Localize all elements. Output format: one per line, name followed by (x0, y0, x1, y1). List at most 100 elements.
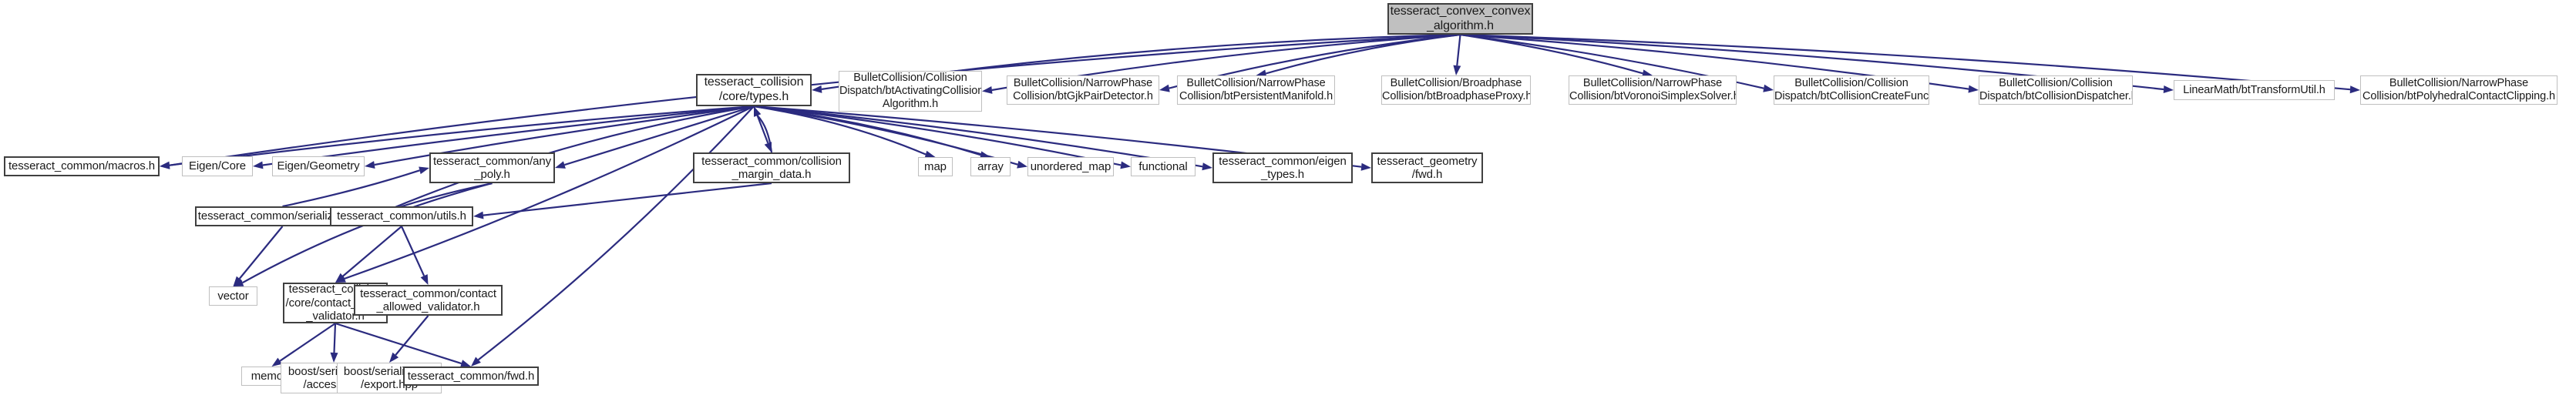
graph-edge-arrowhead (1120, 161, 1131, 169)
graph-edge (395, 315, 429, 356)
graph-node-btDispatcher[interactable]: BulletCollision/Collision Dispatch/btCol… (1979, 75, 2133, 105)
graph-node-label: functional (1138, 159, 1188, 173)
graph-edge (262, 105, 755, 166)
graph-edge (333, 323, 337, 353)
graph-node-label: Eigen/Geometry (277, 159, 360, 173)
graph-node-btActivating[interactable]: BulletCollision/Collision Dispatch/btAct… (839, 71, 982, 112)
graph-node-btVoronoi[interactable]: BulletCollision/NarrowPhase Collision/bt… (1569, 75, 1737, 105)
graph-node-contactAllowed[interactable]: tesseract_common/contact _allowed_valida… (354, 285, 503, 316)
graph-edge (753, 105, 1122, 166)
graph-edge (1460, 33, 2351, 91)
graph-node-label: BulletCollision/Collision Dispatch/btCol… (1774, 77, 1929, 102)
graph-node-label: tesseract_common/any _poly.h (432, 154, 552, 181)
graph-edge (169, 105, 755, 166)
graph-node-label: BulletCollision/Collision Dispatch/btCol… (1979, 77, 2133, 102)
graph-edge-arrowhead (1453, 65, 1461, 75)
graph-edge (1265, 33, 1461, 75)
graph-edge (238, 226, 284, 280)
graph-node-collisionMargin[interactable]: tesseract_common/collision _margin_data.… (693, 152, 850, 183)
graph-node-vector[interactable]: vector (209, 286, 257, 306)
graph-edge (344, 105, 755, 280)
graph-edge (342, 226, 402, 277)
graph-edge (242, 182, 493, 284)
graph-edge (477, 105, 755, 361)
graph-edge (282, 169, 420, 208)
graph-node-utils[interactable]: tesseract_common/utils.h (330, 206, 473, 226)
graph-node-label: unordered_map (1030, 159, 1111, 173)
graph-node-label: BulletCollision/NarrowPhase Collision/bt… (1569, 77, 1737, 102)
graph-edge-arrowhead (1360, 162, 1371, 171)
graph-node-types[interactable]: tesseract_collision /core/types.h (696, 74, 812, 106)
graph-edge-arrowhead (473, 211, 484, 219)
graph-edge-arrowhead (389, 352, 399, 363)
graph-edge-arrowhead (1642, 69, 1653, 78)
graph-edge-arrowhead (1256, 69, 1267, 78)
graph-node-functional[interactable]: functional (1131, 157, 1196, 176)
graph-node-eigenCore[interactable]: Eigen/Core (182, 156, 253, 176)
graph-edge (335, 322, 462, 365)
graph-edge-arrowhead (419, 166, 429, 175)
graph-edge-arrowhead (1159, 84, 1170, 92)
graph-edge-arrowhead (2163, 85, 2174, 93)
graph-node-btPersistent[interactable]: BulletCollision/NarrowPhase Collision/bt… (1177, 75, 1335, 105)
graph-node-label: tesseract_common/fwd.h (407, 369, 535, 383)
graph-edge-arrowhead (1763, 84, 1774, 92)
graph-edge (1456, 34, 1461, 66)
graph-node-btPolyhedral[interactable]: BulletCollision/NarrowPhase Collision/bt… (2360, 75, 2558, 105)
graph-edge-arrowhead (160, 161, 170, 169)
graph-edge (279, 323, 336, 362)
graph-edge-arrowhead (253, 161, 264, 169)
graph-node-label: tesseract_common/contact _allowed_valida… (360, 286, 496, 313)
graph-node-eigenTypes[interactable]: tesseract_common/eigen _types.h (1212, 152, 1353, 183)
graph-node-array[interactable]: array (970, 157, 1011, 176)
graph-node-label: tesseract_common/eigen _types.h (1219, 154, 1347, 181)
graph-node-label: BulletCollision/Broadphase Collision/btB… (1382, 77, 1531, 102)
graph-node-btBroadphase[interactable]: BulletCollision/Broadphase Collision/btB… (1381, 75, 1531, 105)
graph-node-macros[interactable]: tesseract_common/macros.h (4, 156, 160, 176)
graph-edge-arrowhead (1202, 162, 1212, 171)
graph-edge (564, 105, 755, 166)
graph-node-label: BulletCollision/NarrowPhase Collision/bt… (1013, 77, 1153, 102)
graph-edge-arrowhead (365, 161, 375, 169)
graph-node-anyPoly[interactable]: tesseract_common/any _poly.h (429, 152, 555, 183)
graph-node-label: LinearMath/btTransformUtil.h (2183, 83, 2325, 96)
graph-edge (483, 182, 772, 216)
graph-node-label: tesseract_geometry /fwd.h (1377, 154, 1478, 181)
graph-edge (753, 105, 1203, 168)
graph-edge (756, 115, 773, 153)
graph-node-label: tesseract_common/macros.h (8, 159, 156, 173)
graph-node-label: BulletCollision/Collision Dispatch/btAct… (839, 72, 982, 110)
graph-node-btCreateFunc[interactable]: BulletCollision/Collision Dispatch/btCol… (1774, 75, 1929, 105)
graph-edge (753, 105, 981, 156)
graph-node-fwd[interactable]: tesseract_common/fwd.h (403, 367, 539, 386)
graph-edge-arrowhead (420, 274, 429, 285)
graph-node-label: BulletCollision/NarrowPhase Collision/bt… (1179, 77, 1333, 102)
graph-edge-arrowhead (2349, 85, 2360, 94)
graph-edge-arrowhead (233, 276, 243, 286)
graph-node-btTransformUtil[interactable]: LinearMath/btTransformUtil.h (2174, 80, 2335, 100)
graph-edge-arrowhead (555, 161, 566, 169)
graph-node-label: tesseract_collision /core/types.h (704, 75, 804, 103)
graph-edge-arrowhead (335, 273, 346, 283)
graph-node-root[interactable]: tesseract_convex_convex _algorithm.h (1387, 3, 1533, 35)
graph-node-label: tesseract_common/utils.h (337, 209, 466, 223)
graph-node-unorderedMap[interactable]: unordered_map (1027, 157, 1114, 176)
graph-node-label: array (977, 159, 1004, 173)
graph-node-eigenGeometry[interactable]: Eigen/Geometry (272, 156, 365, 176)
graph-node-label: BulletCollision/NarrowPhase Collision/bt… (2362, 77, 2555, 102)
graph-edge-arrowhead (330, 352, 338, 363)
graph-node-label: vector (217, 289, 249, 303)
graph-edge-arrowhead (1968, 85, 1979, 93)
graph-edge-arrowhead (754, 106, 762, 117)
graph-edge (753, 105, 1018, 166)
graph-node-label: tesseract_common/collision _margin_data.… (701, 154, 842, 181)
graph-edge (400, 226, 425, 276)
graph-edge-arrowhead (460, 360, 471, 367)
graph-node-geometryFwd[interactable]: tesseract_geometry /fwd.h (1371, 152, 1483, 183)
graph-node-btGjk[interactable]: BulletCollision/NarrowPhase Collision/bt… (1007, 75, 1159, 105)
graph-node-map[interactable]: map (918, 157, 953, 176)
graph-node-label: tesseract_convex_convex _algorithm.h (1390, 4, 1531, 32)
graph-edge-arrowhead (271, 357, 283, 367)
